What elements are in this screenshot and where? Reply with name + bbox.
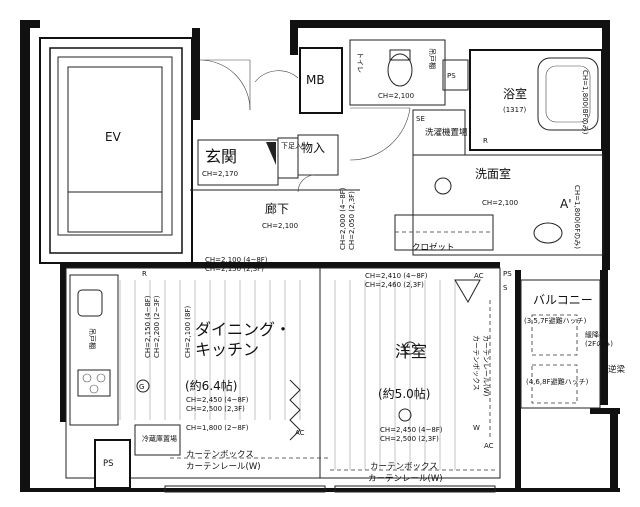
entrance-ch: CH=2,170 — [202, 170, 238, 178]
gas-mark: G — [139, 383, 144, 391]
curtain-rail-left: カーテンレール(W) — [186, 462, 261, 472]
fridge-space — [134, 424, 181, 456]
hall-vert-ch1: CH=2,000 (4~8F) — [339, 187, 347, 250]
toilet-ch: CH=2,100 — [378, 92, 414, 100]
entrance-label: 玄関 — [205, 147, 237, 166]
curtain-rail-right: カーテンレール(W) — [368, 474, 443, 484]
washer-label: 洗濯機置場 — [425, 127, 468, 138]
entrance-area: 玄関 CH=2,170 下足入 物入 — [197, 134, 339, 193]
washer-area: SE 洗濯機置場 — [412, 109, 468, 156]
hatch-label-2: (4,6,8F避難ハッチ) — [526, 377, 589, 386]
washroom-ch: CH=2,100 — [482, 199, 518, 207]
dining-label: ダイニング・ — [195, 320, 291, 339]
curtain-box-vertical: カーテンボックス — [472, 335, 480, 391]
washroom: 洗面室 CH=2,100 CH=1,800(6Fのみ) A' — [412, 154, 604, 256]
ac-label-2: AC — [474, 272, 484, 280]
shoe-cabinet-label: 下足入 — [281, 142, 302, 150]
sink — [77, 289, 103, 317]
curtain-box-right: カーテンボックス — [370, 462, 438, 472]
closet: クロゼット — [394, 214, 494, 253]
entrance-door — [199, 59, 251, 111]
western-top-ch2: CH=2,460 (2,3F) — [365, 281, 424, 289]
balcony-label: バルコニー — [533, 293, 593, 307]
dining-kitchen: 吊戸棚 R G CH=2,100 (4~8F) CH=2,150 (2,3F) … — [65, 256, 330, 479]
hatch-label-1: (3,5,7F避難ハッチ) — [524, 316, 587, 325]
cabinet-label: 吊戸棚 — [88, 328, 97, 349]
bath-size: (1317) — [503, 106, 527, 114]
w-mark: W — [473, 424, 480, 432]
bath-label: 浴室 — [503, 86, 527, 101]
hallway-ch: CH=2,100 — [262, 222, 298, 230]
fridge-label: 冷蔵庫置場 — [142, 434, 177, 443]
stove — [77, 369, 111, 397]
kitchen-counter — [69, 274, 119, 426]
western-top-ch1: CH=2,410 (4~8F) — [365, 272, 428, 280]
dining-ch1: CH=2,450 (4~8F) — [186, 396, 249, 404]
mb-room: MB — [254, 47, 343, 114]
curtain-rail-vertical: カーテンレール(W) — [482, 335, 490, 397]
washroom-label: 洗面室 — [475, 166, 511, 181]
hallway: 廊下 CH=2,100 CH=2,000 (4~8F) CH=2,050 (2,… — [190, 187, 360, 250]
hall-vert-ch2: CH=2,050 (2,3F) — [348, 191, 356, 250]
balcony: バルコニー (3,5,7F避難ハッチ) (4,6,8F避難ハッチ) 緩降機 (2… — [503, 270, 626, 409]
kitchen-r-mark: R — [142, 270, 147, 278]
toilet-room: トイレ CH=2,100 吊戸棚 PS — [349, 39, 469, 161]
western-size: (約5.0帖) — [378, 386, 430, 401]
western-label: 洋室 — [395, 342, 427, 361]
dining-vert-ch1: CH=2,150 (4~8F) — [144, 295, 152, 358]
relief-note: (2Fのみ) — [585, 340, 613, 348]
ev-label: EV — [105, 130, 122, 144]
bath-ch: CH=1,800(BFのみ) — [581, 70, 589, 135]
ps-label-3: PS — [103, 459, 114, 469]
dining-ch3: CH=1,800 (2~8F) — [186, 424, 249, 432]
elevator-shaft: EV — [39, 37, 193, 264]
ps-label-2: PS — [503, 270, 512, 278]
hallway-label: 廊下 — [265, 201, 289, 216]
bathtub — [537, 57, 599, 131]
storage-label: 物入 — [301, 141, 325, 155]
dining-ch2: CH=2,500 (2,3F) — [186, 405, 245, 413]
outer-walls — [20, 20, 620, 492]
relief-label: 緩降機 — [585, 330, 606, 339]
bath-r-mark: R — [483, 137, 488, 145]
dining-vert-ch3: CH=2,100 (8F) — [184, 306, 192, 358]
dining-top-ch1: CH=2,100 (4~8F) — [205, 256, 268, 264]
windows-bottom — [164, 485, 496, 493]
ps-label-1: PS — [447, 72, 456, 80]
ac-label-1: AC — [295, 429, 305, 437]
closet-label: クロゼット — [412, 242, 455, 253]
ac-label-3: AC — [484, 442, 494, 450]
curtain-box-left: カーテンボックス — [186, 450, 254, 460]
washbasin — [533, 222, 563, 244]
bathroom: 浴室 (1317) CH=1,800(BFのみ) R — [469, 49, 603, 151]
western-ch1: CH=2,450 (4~8F) — [380, 426, 443, 434]
ps-bottom: PS — [94, 439, 131, 489]
s-mark: S — [503, 284, 508, 292]
dining-top-ch2: CH=2,150 (2,3F) — [205, 265, 264, 273]
dining-size: (約6.4帖) — [185, 378, 237, 393]
western-room: CH=2,410 (4~8F) CH=2,460 (2,3F) AC 洋室 (約… — [319, 267, 501, 484]
toilet-cabinet-label: 吊戸棚 — [428, 48, 437, 69]
toilet-bowl — [387, 53, 413, 87]
mb-label: MB — [306, 73, 325, 87]
dining-vert-ch2: CH=2,200 (2~3F) — [153, 295, 161, 358]
toilet-label: トイレ — [356, 52, 364, 73]
kitchen-label: キッチン — [195, 340, 259, 359]
washer-tag: SE — [416, 115, 425, 123]
a-mark: A' — [560, 197, 572, 211]
washroom-ch2: CH=1,800(6Fのみ) — [573, 185, 581, 249]
western-ch2: CH=2,500 (2,3F) — [380, 435, 439, 443]
beam-label: 逆梁 — [608, 364, 626, 375]
